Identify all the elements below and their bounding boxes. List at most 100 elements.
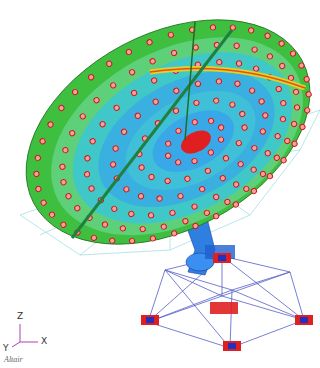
node-marker: [113, 104, 120, 111]
node-marker: [47, 121, 54, 128]
node-marker: [208, 117, 215, 124]
node-marker: [149, 235, 156, 242]
node-marker: [209, 24, 216, 31]
axis-label: Y: [3, 344, 9, 353]
node-marker: [294, 104, 301, 111]
node-marker: [74, 205, 81, 212]
node-marker: [156, 195, 163, 202]
node-marker: [213, 193, 220, 200]
node-marker: [298, 62, 305, 69]
node-marker: [259, 128, 266, 135]
node-marker: [171, 230, 178, 237]
node-marker: [129, 237, 136, 244]
node-marker: [204, 167, 211, 174]
node-marker: [177, 193, 184, 200]
node-marker: [128, 210, 135, 217]
node-marker: [280, 100, 287, 107]
node-marker: [69, 130, 76, 137]
node-marker: [101, 221, 108, 228]
node-marker: [111, 205, 118, 212]
node-marker: [248, 27, 255, 34]
node-marker: [219, 175, 226, 182]
node-marker: [129, 69, 136, 76]
node-marker: [84, 155, 91, 162]
node-marker: [233, 42, 240, 49]
node-marker: [34, 154, 41, 161]
axis-label: Z: [17, 312, 23, 321]
base-frame: [148, 256, 304, 348]
node-marker: [215, 78, 222, 85]
node-marker: [110, 82, 117, 89]
node-marker: [299, 123, 306, 130]
node-marker: [123, 186, 130, 193]
node-marker: [146, 39, 153, 46]
node-marker: [249, 87, 256, 94]
node-marker: [175, 127, 182, 134]
node-marker: [203, 209, 210, 216]
node-marker: [165, 140, 172, 147]
node-marker: [164, 177, 171, 184]
node-marker: [88, 74, 95, 81]
node-marker: [193, 99, 200, 106]
node-marker: [264, 32, 271, 39]
node-marker: [39, 138, 46, 145]
node-marker: [218, 136, 225, 143]
node-marker: [251, 46, 258, 53]
node-marker: [216, 59, 223, 66]
node-marker: [191, 203, 198, 210]
node-marker: [279, 116, 286, 123]
node-marker: [99, 121, 106, 128]
node-marker: [173, 87, 180, 94]
node-marker: [35, 185, 42, 192]
node-marker: [236, 60, 243, 67]
node-marker: [59, 163, 66, 170]
node-marker: [79, 113, 86, 120]
node-marker: [237, 161, 244, 168]
node-marker: [182, 218, 189, 225]
node-marker: [224, 198, 231, 205]
node-marker: [239, 111, 246, 118]
node-marker: [266, 173, 273, 180]
node-marker: [194, 80, 201, 87]
node-marker: [305, 91, 312, 98]
node-marker: [175, 159, 182, 166]
node-marker: [290, 50, 297, 57]
node-marker: [293, 88, 300, 95]
node-marker: [49, 211, 56, 218]
axis-triad: [12, 324, 38, 347]
node-marker: [152, 98, 159, 105]
node-marker: [191, 119, 198, 126]
node-marker: [291, 140, 298, 147]
node-marker: [275, 85, 282, 92]
node-marker: [93, 97, 100, 104]
node-marker: [233, 181, 240, 188]
node-marker: [253, 65, 260, 72]
node-marker: [278, 40, 285, 47]
node-marker: [199, 186, 206, 193]
node-marker: [60, 179, 67, 186]
node-marker: [169, 209, 176, 216]
node-marker: [218, 124, 225, 131]
node-marker: [109, 237, 116, 244]
node-marker: [89, 138, 96, 145]
node-marker: [266, 53, 273, 60]
node-marker: [303, 76, 310, 83]
node-marker: [88, 185, 95, 192]
node-marker: [191, 158, 198, 165]
axis-label: X: [41, 337, 47, 346]
node-marker: [65, 193, 72, 200]
node-marker: [243, 185, 250, 192]
feed-struts: [72, 22, 305, 238]
node-marker: [229, 101, 236, 108]
node-marker: [33, 170, 40, 177]
node-marker: [273, 154, 280, 161]
node-marker: [119, 225, 126, 232]
node-marker: [137, 193, 144, 200]
node-marker: [40, 199, 47, 206]
node-marker: [90, 234, 97, 241]
node-marker: [213, 213, 220, 220]
node-marker: [250, 166, 257, 173]
node-marker: [149, 58, 156, 65]
